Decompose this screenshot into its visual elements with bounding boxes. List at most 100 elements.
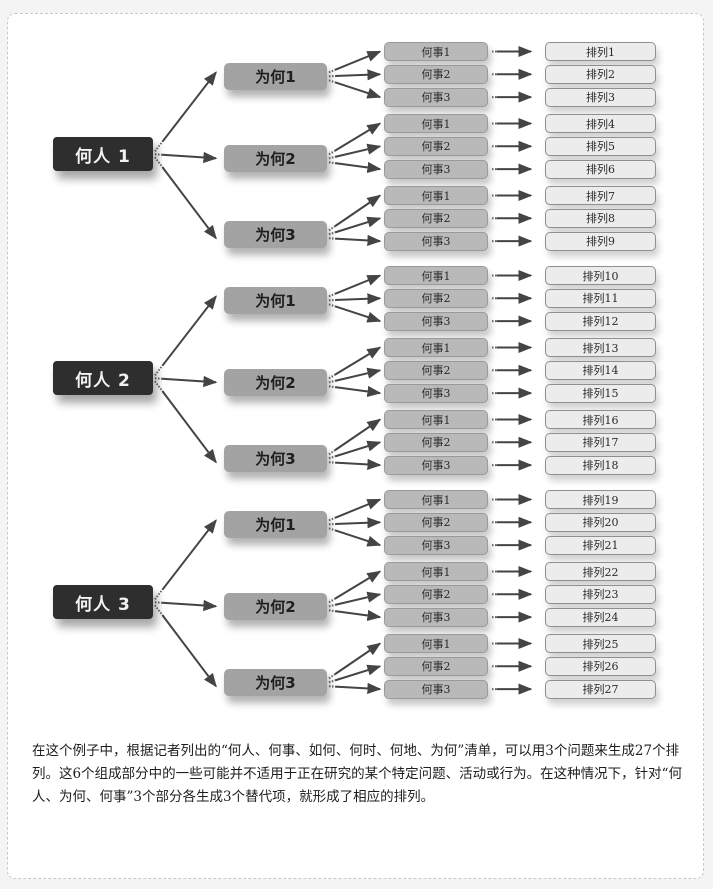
permutation-node: 排列14 — [545, 360, 656, 380]
arrow — [328, 642, 382, 680]
arrow — [328, 194, 382, 232]
what-node: 何事1 — [384, 634, 488, 653]
arrow — [154, 156, 217, 240]
what-node-label: 何事2 — [421, 588, 451, 602]
permutation-node-label: 排列26 — [582, 660, 619, 674]
arrow — [328, 570, 382, 604]
permutation-node-label: 排列20 — [582, 516, 619, 530]
permutation-node-label: 排列25 — [582, 637, 619, 651]
what-node: 何事1 — [384, 266, 488, 285]
what-node-label: 何事2 — [421, 140, 451, 154]
permutation-node: 排列19 — [545, 490, 656, 509]
arrow — [328, 498, 382, 522]
permutation-node: 排列10 — [545, 266, 656, 285]
arrow — [154, 519, 217, 600]
arrow — [154, 151, 218, 164]
permutation-node: 排列11 — [545, 288, 656, 308]
what-node: 何事2 — [384, 512, 488, 532]
what-node-label: 何事3 — [421, 387, 451, 401]
arrow — [328, 346, 382, 380]
permutation-node-label: 排列5 — [586, 140, 615, 154]
what-node: 何事1 — [384, 410, 488, 429]
figure-caption: 在这个例子中，根据记者列出的“何人、何事、如何、何时、何地、为何”清单，可以用3… — [32, 743, 682, 805]
permutation-node-label: 排列11 — [582, 292, 619, 306]
arrow — [328, 216, 382, 236]
what-node-label: 何事1 — [421, 117, 451, 131]
what-node: 何事3 — [384, 607, 488, 627]
permutation-node-label: 排列23 — [582, 588, 619, 602]
permutation-node: 排列16 — [545, 410, 656, 429]
what-node-label: 何事1 — [421, 189, 451, 203]
permutation-node: 排列15 — [545, 383, 656, 403]
what-node-label: 何事3 — [421, 683, 451, 697]
what-node: 何事3 — [384, 87, 488, 107]
permutation-node-label: 排列2 — [586, 68, 615, 82]
permutation-node: 排列5 — [545, 136, 656, 156]
arrow — [328, 440, 382, 460]
why-node: 为何1 — [224, 286, 327, 314]
permutation-node: 排列23 — [545, 584, 656, 604]
what-node: 何事2 — [384, 656, 488, 676]
what-node: 何事3 — [384, 231, 488, 251]
what-node-label: 何事1 — [421, 493, 451, 507]
why-node: 为何2 — [224, 592, 327, 620]
what-node-label: 何事1 — [421, 637, 451, 651]
permutation-node: 排列4 — [545, 114, 656, 133]
permutation-node-label: 排列16 — [582, 413, 619, 427]
permutation-node-label: 排列15 — [582, 387, 619, 401]
arrow — [328, 664, 382, 684]
why-node-label: 为何1 — [255, 515, 296, 534]
what-node-label: 何事3 — [421, 235, 451, 249]
what-node-label: 何事2 — [421, 68, 451, 82]
permutation-node: 排列26 — [545, 656, 656, 676]
what-node: 何事3 — [384, 159, 488, 179]
permutation-node-label: 排列24 — [582, 611, 619, 625]
arrow — [328, 79, 382, 99]
permutation-node-label: 排列13 — [582, 341, 619, 355]
arrow — [154, 599, 218, 612]
permutation-node-label: 排列27 — [582, 683, 619, 697]
what-node: 何事1 — [384, 186, 488, 205]
arrow — [328, 122, 382, 156]
permutation-node-label: 排列6 — [586, 163, 615, 177]
permutation-node: 排列12 — [545, 311, 656, 331]
what-node-label: 何事1 — [421, 269, 451, 283]
permutation-node-label: 排列12 — [582, 315, 619, 329]
why-node: 为何2 — [224, 368, 327, 396]
why-node-label: 为何3 — [255, 225, 296, 244]
permutation-node: 排列6 — [545, 159, 656, 179]
who-node: 何人 1 — [53, 137, 153, 172]
why-node-label: 为何3 — [255, 673, 296, 692]
permutation-node-label: 排列14 — [582, 364, 619, 378]
why-node-label: 为何1 — [255, 67, 296, 86]
what-node-label: 何事1 — [421, 565, 451, 579]
why-node: 为何2 — [224, 144, 327, 172]
permutation-node: 排列18 — [545, 455, 656, 475]
what-node: 何事1 — [384, 42, 488, 61]
arrow — [328, 527, 382, 547]
what-node: 何事2 — [384, 432, 488, 452]
arrow — [328, 143, 382, 160]
why-node-label: 为何2 — [255, 149, 296, 168]
what-node-label: 何事1 — [421, 45, 451, 59]
arrow — [154, 604, 217, 688]
permutation-node-label: 排列1 — [586, 45, 615, 59]
what-node: 何事3 — [384, 311, 488, 331]
why-node-label: 为何2 — [255, 373, 296, 392]
arrow — [328, 682, 382, 695]
what-node: 何事2 — [384, 360, 488, 380]
permutation-node-label: 排列17 — [582, 436, 619, 450]
permutation-node: 排列22 — [545, 562, 656, 581]
what-node-label: 何事3 — [421, 163, 451, 177]
what-node-label: 何事2 — [421, 364, 451, 378]
arrow — [328, 274, 382, 298]
what-node: 何事3 — [384, 535, 488, 555]
arrow — [154, 375, 218, 388]
arrow — [328, 367, 382, 384]
permutation-node-label: 排列21 — [582, 539, 619, 553]
who-node: 何人 2 — [53, 361, 153, 396]
permutation-node: 排列3 — [545, 87, 656, 107]
why-node: 为何3 — [224, 220, 327, 248]
what-node: 何事3 — [384, 455, 488, 475]
why-node: 为何3 — [224, 444, 327, 472]
